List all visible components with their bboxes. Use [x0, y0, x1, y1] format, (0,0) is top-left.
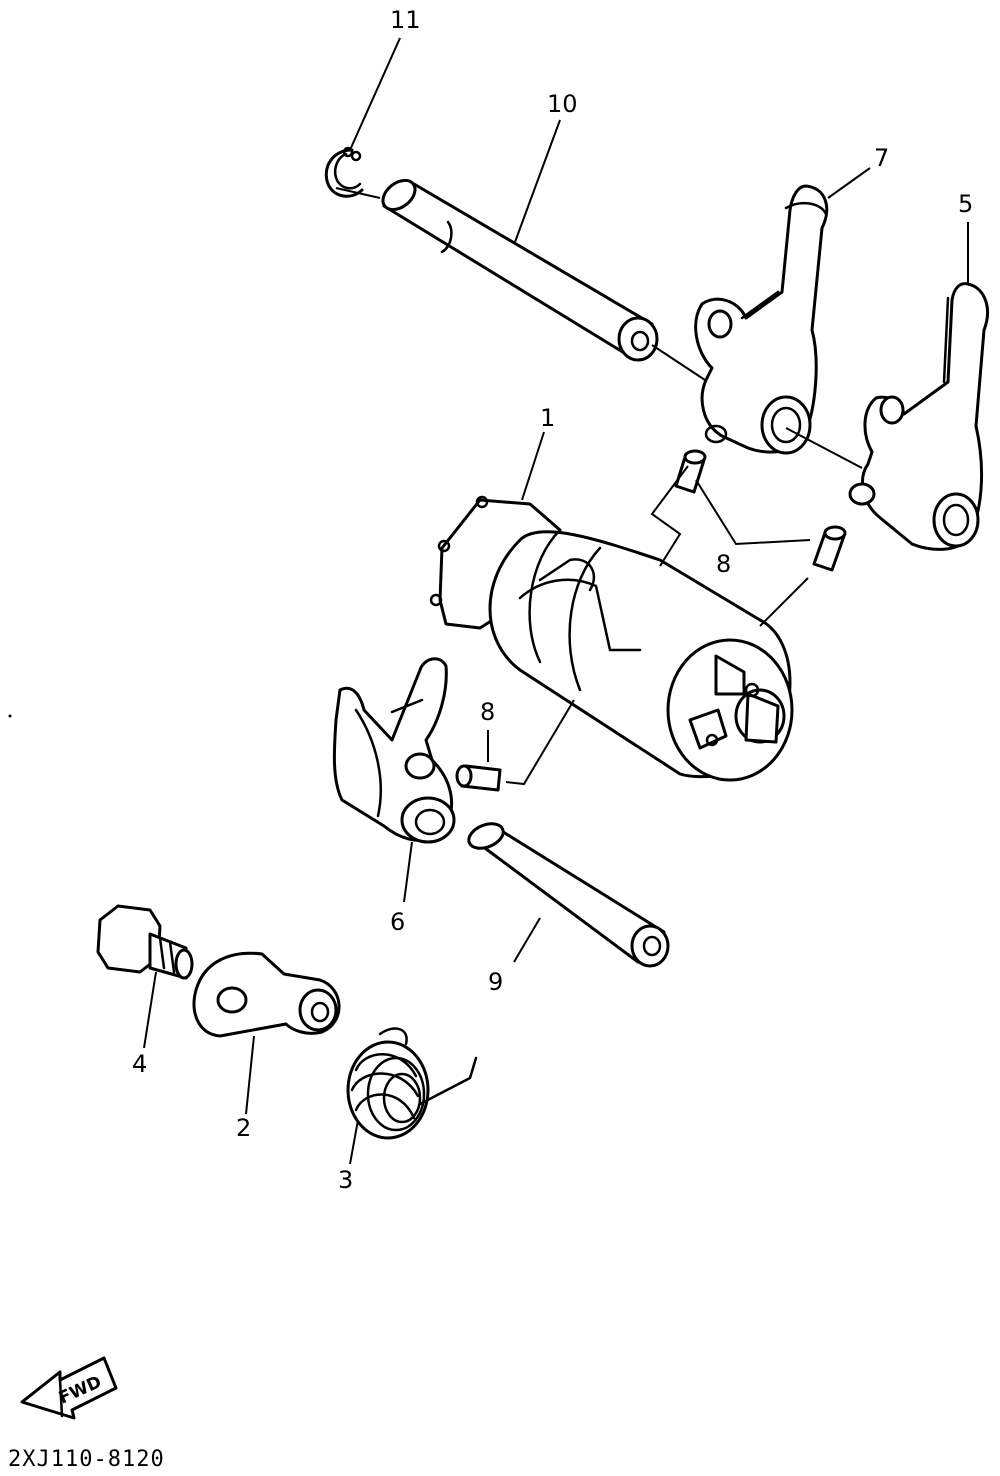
callout-1: 1: [540, 404, 555, 432]
callout-10: 10: [547, 90, 578, 118]
bolt-part-4: [96, 904, 194, 980]
shift-drum-part-1: [429, 495, 794, 782]
callout-7: 7: [874, 144, 889, 172]
callout-4: 4: [132, 1050, 147, 1078]
dowel-pin-part-8-a: [674, 449, 707, 494]
torsion-spring-part-3: [346, 1027, 478, 1140]
stray-dot: [8, 714, 12, 718]
shift-fork-shaft-part-9: [467, 822, 670, 968]
fwd-arrow: FWD: [20, 1356, 118, 1420]
drawing-code: 2XJ110-8120: [8, 1447, 165, 1472]
callout-8-lower: 8: [480, 698, 495, 726]
shift-fork-shaft-part-10: [381, 178, 659, 362]
callout-labels: 11 10 7 5 1 8 8 6 9 4 2 3: [132, 6, 973, 1194]
leader-lines: [143, 37, 969, 1165]
callout-5: 5: [958, 190, 973, 218]
callout-2: 2: [236, 1114, 251, 1142]
callout-6: 6: [390, 908, 405, 936]
callout-3: 3: [338, 1166, 353, 1194]
callout-11: 11: [390, 6, 421, 34]
shift-fork-part-6: [332, 657, 456, 844]
shift-fork-part-5: [848, 282, 989, 551]
callout-8-upper: 8: [716, 550, 731, 578]
stopper-lever-part-2: [192, 951, 341, 1038]
circlip-part-11: [324, 146, 364, 198]
dowel-pin-part-8-b: [812, 525, 847, 572]
dowel-pin-part-8-c: [455, 764, 502, 792]
callout-9: 9: [488, 968, 503, 996]
shift-fork-part-7: [694, 184, 829, 455]
